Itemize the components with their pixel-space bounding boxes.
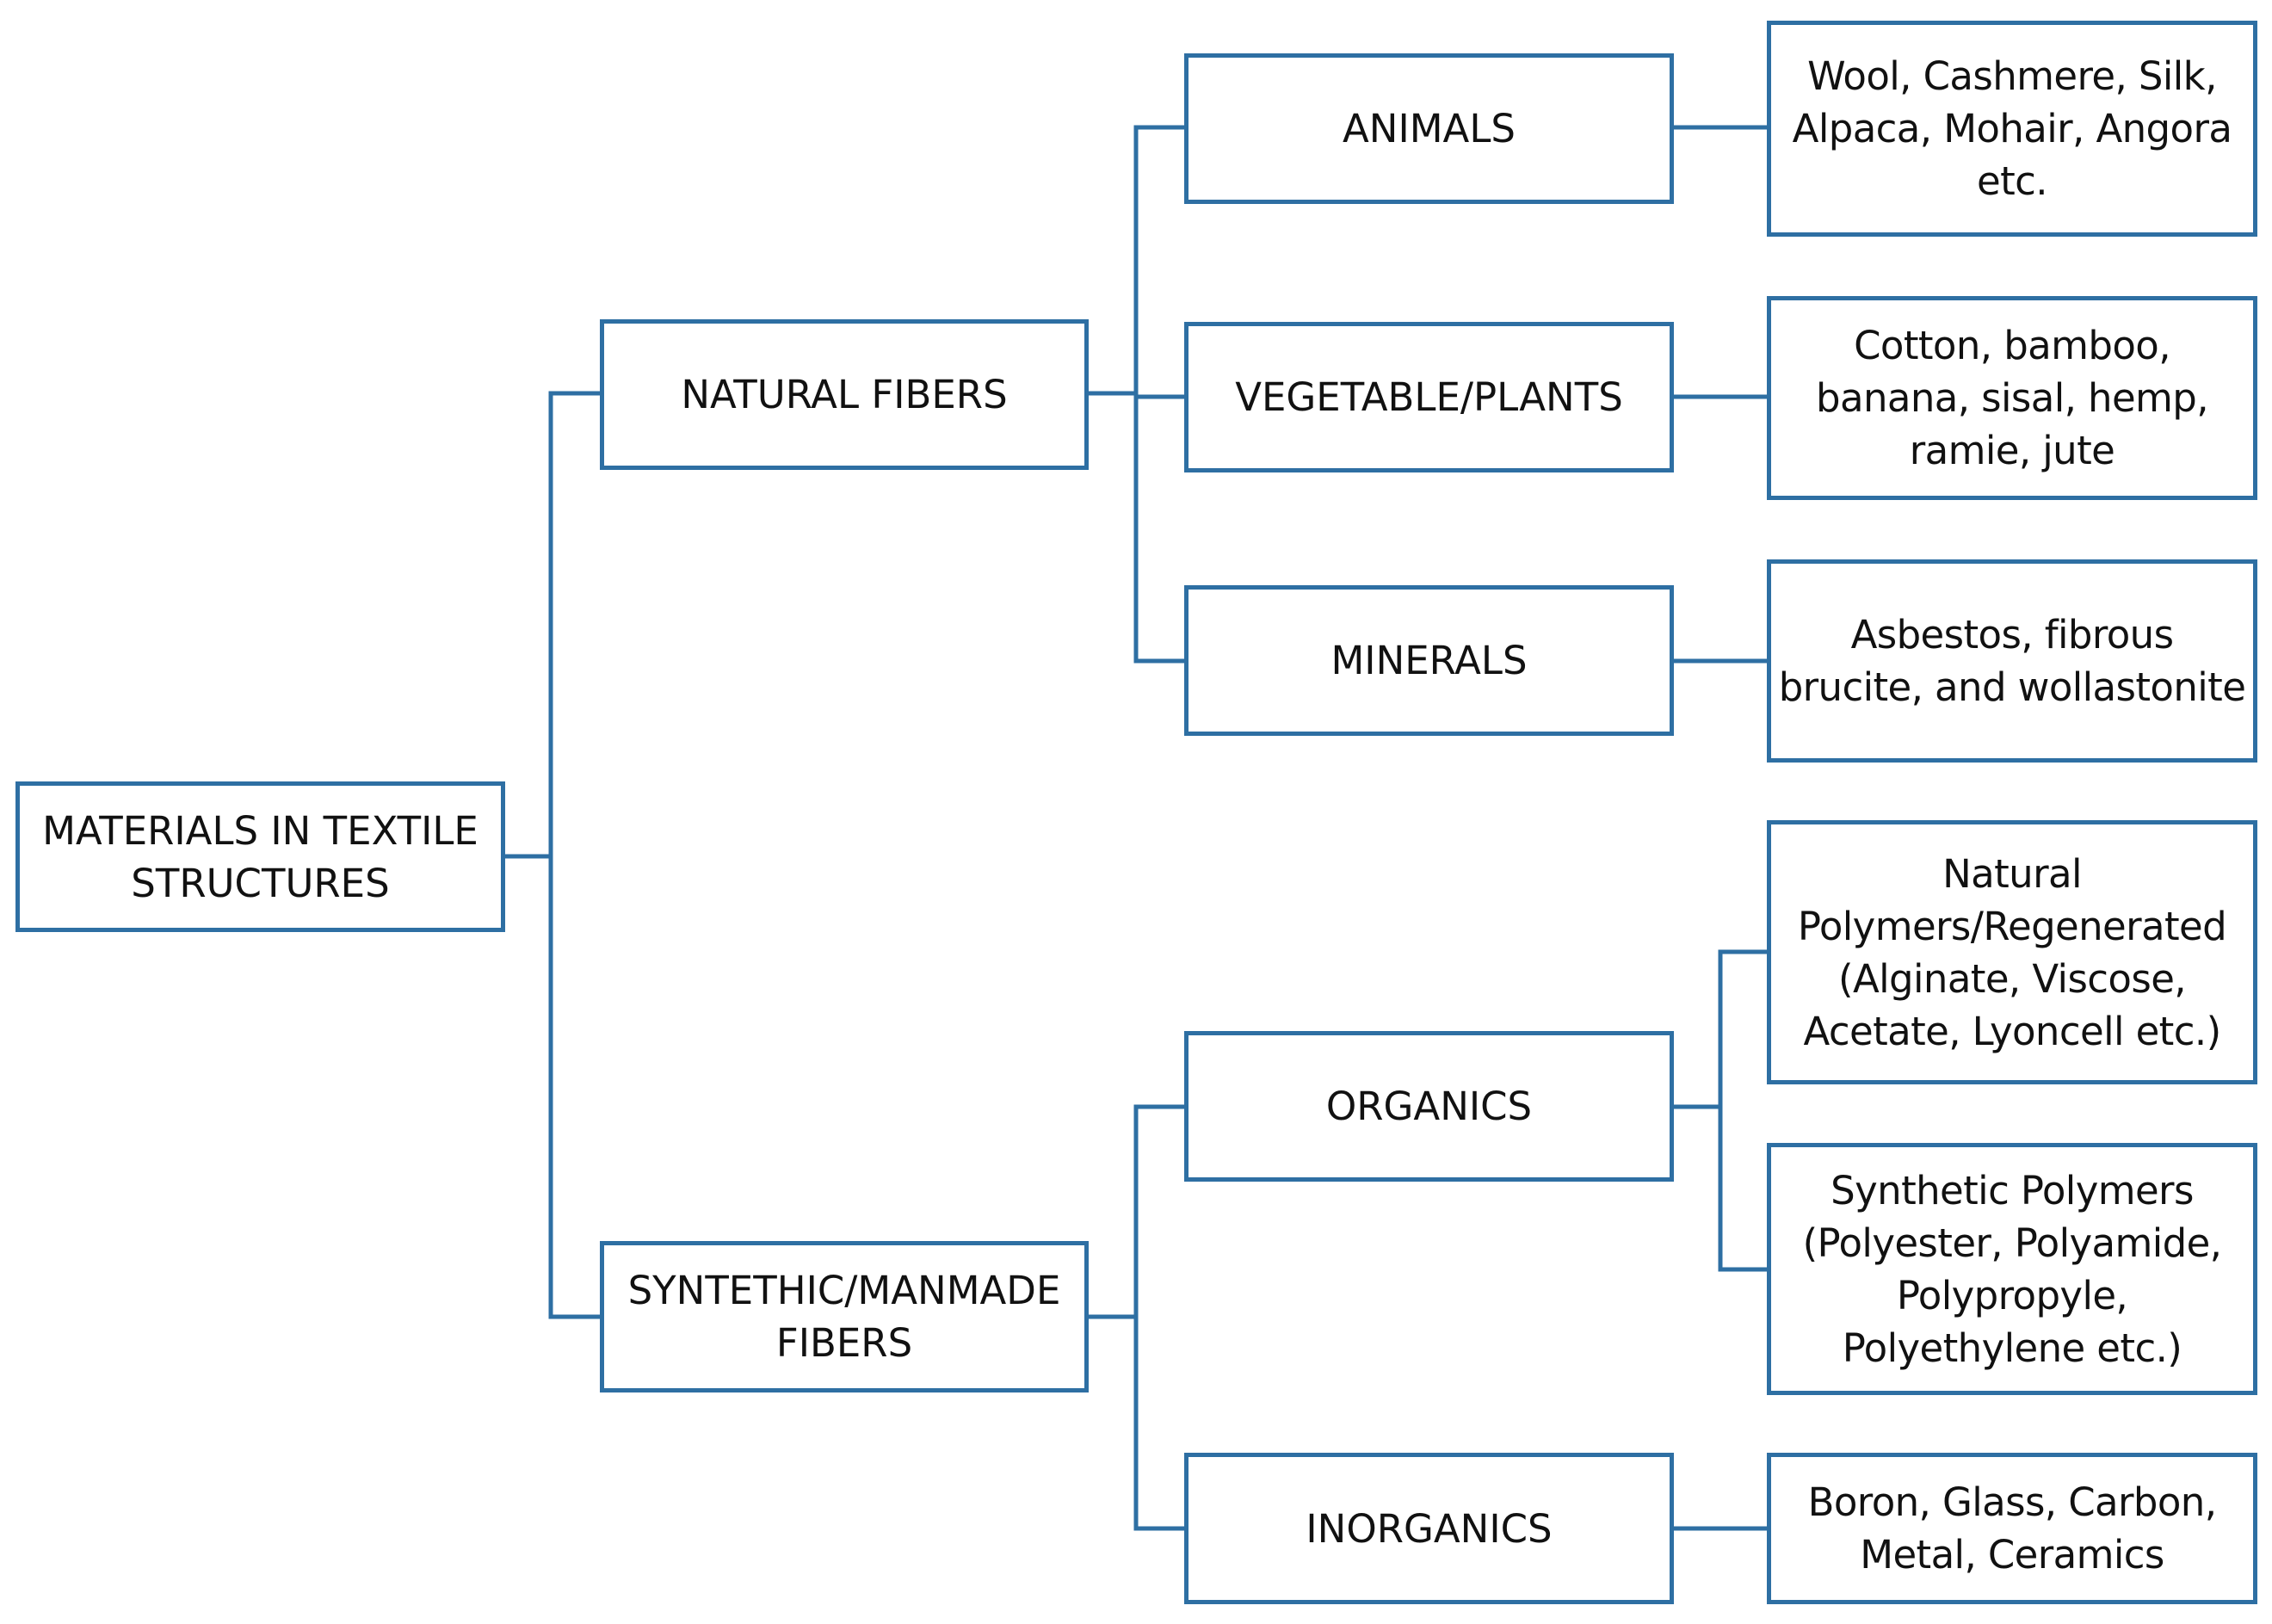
node-organics: ORGANICS	[1184, 1031, 1674, 1182]
node-animals-examples: Wool, Cashmere, Silk, Alpaca, Mohair, An…	[1767, 21, 2257, 237]
node-vegetable-examples-label: Cotton, bamboo, banana, sisal, hemp, ram…	[1816, 323, 2209, 473]
connector-organics	[1670, 949, 1770, 1272]
node-inorganics-label: INORGANICS	[1306, 1505, 1553, 1552]
node-natural-fibers-label: NATURAL FIBERS	[681, 372, 1008, 417]
node-natural-polymers: Natural Polymers/Regenerated (Alginate, …	[1767, 820, 2257, 1084]
node-vegetable-plants-label: VEGETABLE/PLANTS	[1235, 374, 1623, 420]
node-vegetable-examples: Cotton, bamboo, banana, sisal, hemp, ram…	[1767, 296, 2257, 500]
node-synthetic-polymers: Synthetic Polymers (Polyester, Polyamide…	[1767, 1143, 2257, 1395]
node-minerals: MINERALS	[1184, 585, 1674, 736]
node-synthetic-fibers: SYNTETHIC/MANMADE FIBERS	[600, 1241, 1089, 1392]
node-inorganics-examples: Boron, Glass, Carbon, Metal, Ceramics	[1767, 1453, 2257, 1604]
node-animals-examples-label: Wool, Cashmere, Silk, Alpaca, Mohair, An…	[1792, 53, 2232, 204]
node-inorganics-examples-label: Boron, Glass, Carbon, Metal, Ceramics	[1807, 1479, 2217, 1578]
node-organics-label: ORGANICS	[1325, 1084, 1533, 1129]
node-root: MATERIALS IN TEXTILE STRUCTURES	[15, 781, 505, 932]
connector-root	[501, 391, 603, 1319]
node-root-label: MATERIALS IN TEXTILE STRUCTURES	[42, 807, 478, 906]
node-minerals-examples: Asbestos, fibrous brucite, and wollaston…	[1767, 559, 2257, 763]
node-natural-polymers-label: Natural Polymers/Regenerated (Alginate, …	[1797, 850, 2227, 1054]
node-animals-label: ANIMALS	[1343, 106, 1516, 151]
connector-synthetic	[1084, 1104, 1188, 1531]
node-minerals-examples-label: Asbestos, fibrous brucite, and wollaston…	[1778, 612, 2246, 710]
node-synthetic-fibers-label: SYNTETHIC/MANMADE FIBERS	[627, 1268, 1061, 1366]
node-vegetable-plants: VEGETABLE/PLANTS	[1184, 322, 1674, 472]
node-inorganics: INORGANICS	[1184, 1453, 1674, 1604]
node-synthetic-polymers-label: Synthetic Polymers (Polyester, Polyamide…	[1802, 1167, 2222, 1371]
node-natural-fibers: NATURAL FIBERS	[600, 319, 1089, 470]
node-minerals-label: MINERALS	[1330, 638, 1528, 683]
node-animals: ANIMALS	[1184, 53, 1674, 204]
connector-natural	[1084, 125, 1188, 664]
